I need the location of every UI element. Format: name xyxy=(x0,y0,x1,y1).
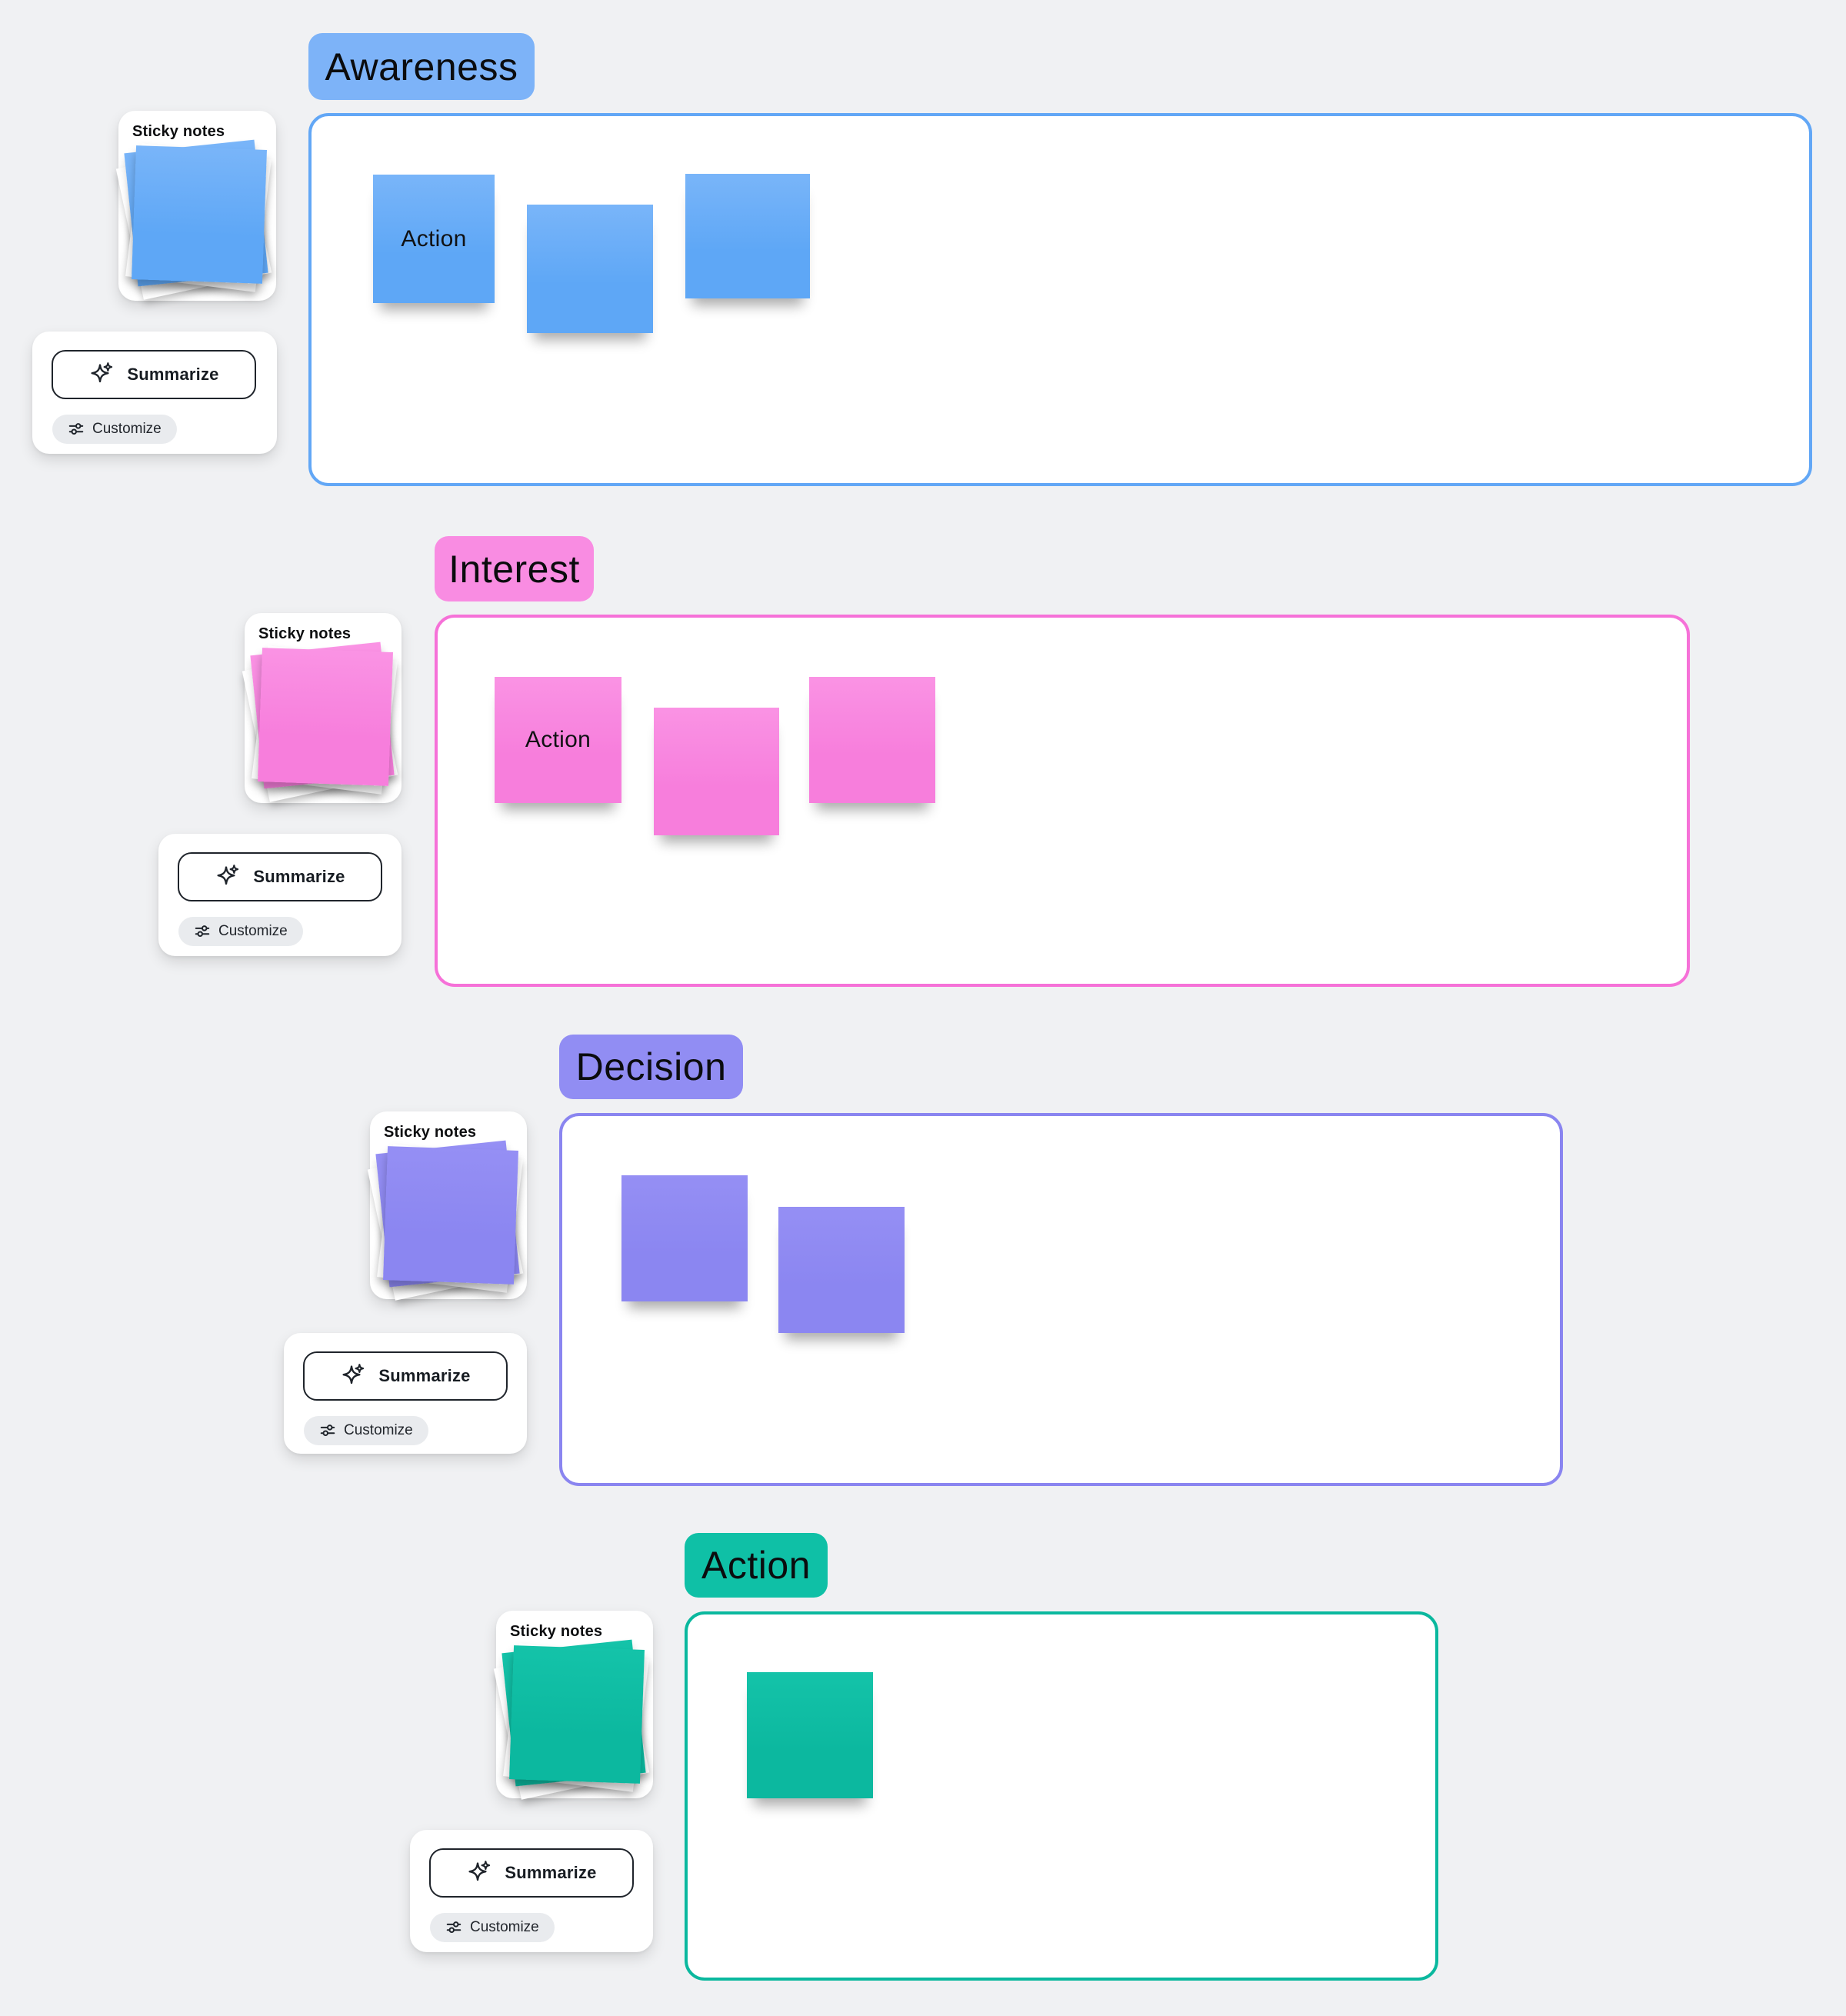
zone-label-text: Decision xyxy=(575,1045,727,1088)
sticky-note[interactable] xyxy=(778,1207,905,1333)
summarize-widget: Summarize Customize xyxy=(284,1333,527,1454)
sliders-icon xyxy=(195,925,210,937)
sticky-notes-stack[interactable] xyxy=(115,139,272,300)
sliders-icon xyxy=(68,423,84,435)
summarize-button[interactable]: Summarize xyxy=(303,1351,508,1401)
customize-label: Customize xyxy=(218,923,288,939)
customize-button[interactable]: Customize xyxy=(304,1416,428,1445)
zone-label-awareness[interactable]: Awareness xyxy=(308,33,535,100)
customize-label: Customize xyxy=(470,1919,539,1935)
summarize-button[interactable]: Summarize xyxy=(178,852,382,901)
sticky-note[interactable]: Action xyxy=(373,175,495,303)
sticky-note[interactable] xyxy=(685,174,810,298)
zone-label-interest[interactable]: Interest xyxy=(435,536,594,601)
sticky-note[interactable] xyxy=(621,1175,748,1301)
sparkle-icon xyxy=(91,362,113,383)
summarize-label: Summarize xyxy=(378,1366,471,1385)
zone-label-decision[interactable]: Decision xyxy=(559,1035,743,1099)
sparkle-icon xyxy=(217,865,239,885)
customize-button[interactable]: Customize xyxy=(178,917,303,946)
zone-label-text: Interest xyxy=(448,547,580,591)
sparkle-icon xyxy=(342,1364,365,1385)
customize-label: Customize xyxy=(92,421,162,437)
summarize-button[interactable]: Summarize xyxy=(429,1848,634,1898)
summarize-button[interactable]: Summarize xyxy=(52,350,256,399)
summarize-widget: Summarize Customize xyxy=(32,332,277,454)
stack-sheet xyxy=(509,1645,645,1784)
sticky-note[interactable] xyxy=(747,1672,873,1798)
stack-sheet xyxy=(383,1146,518,1285)
summarize-widget: Summarize Customize xyxy=(158,834,402,956)
stack-sheet xyxy=(258,648,393,786)
sticky-note[interactable] xyxy=(809,677,935,803)
zone-container-interest[interactable] xyxy=(435,615,1690,987)
summarize-widget: Summarize Customize xyxy=(410,1830,653,1952)
customize-button[interactable]: Customize xyxy=(52,415,177,444)
customize-label: Customize xyxy=(344,1422,413,1438)
sticky-note[interactable]: Action xyxy=(495,677,621,803)
sticky-note-text: Action xyxy=(525,727,591,752)
customize-button[interactable]: Customize xyxy=(430,1913,555,1942)
sticky-notes-stack[interactable] xyxy=(242,641,398,802)
zone-label-text: Awareness xyxy=(325,45,518,88)
stack-sheet xyxy=(132,145,267,284)
sticky-note[interactable] xyxy=(654,708,779,835)
sticky-notes-widget-title: Sticky notes xyxy=(510,1623,603,1640)
sticky-notes-widget-title: Sticky notes xyxy=(258,625,352,642)
sticky-notes-widget-title: Sticky notes xyxy=(384,1124,477,1141)
sticky-notes-widget-title: Sticky notes xyxy=(132,123,225,140)
sliders-icon xyxy=(446,1921,462,1933)
zone-label-text: Action xyxy=(701,1544,811,1587)
sticky-notes-stack[interactable] xyxy=(493,1639,650,1800)
sliders-icon xyxy=(320,1425,335,1436)
sticky-notes-stack[interactable] xyxy=(367,1140,524,1301)
zone-label-action[interactable]: Action xyxy=(685,1533,828,1598)
sticky-notes-widget: Sticky notes xyxy=(115,111,276,301)
sticky-notes-widget: Sticky notes xyxy=(242,613,402,803)
summarize-label: Summarize xyxy=(505,1863,597,1882)
summarize-label: Summarize xyxy=(253,867,345,886)
sparkle-icon xyxy=(468,1861,491,1881)
sticky-note-text: Action xyxy=(401,225,467,252)
summarize-label: Summarize xyxy=(127,365,219,384)
sticky-note[interactable] xyxy=(527,205,653,333)
sticky-notes-widget: Sticky notes xyxy=(493,1611,653,1800)
sticky-notes-widget: Sticky notes xyxy=(367,1111,527,1301)
